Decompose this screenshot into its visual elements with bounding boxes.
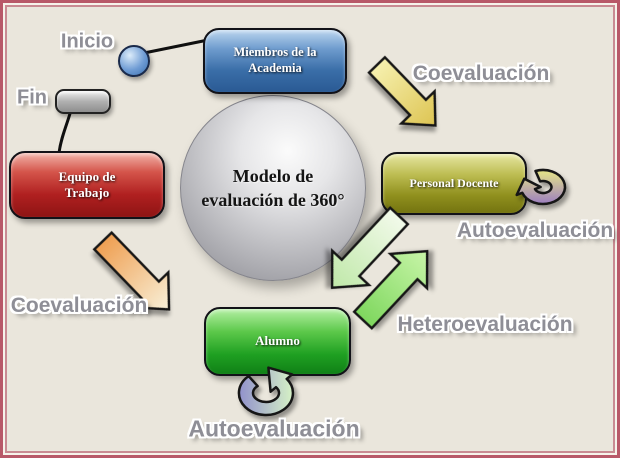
center-sphere-title-line2: evaluación de 360° (201, 190, 345, 210)
inicio-connector-line (142, 38, 210, 55)
node-academia-line2: Academia (248, 61, 302, 75)
node-equipo-trabajo: Equipo de Trabajo (9, 151, 165, 219)
autoevaluacion-bottom-label: Autoevaluación (188, 415, 360, 442)
heteroevaluacion-label: Heteroevaluación (397, 313, 573, 336)
node-equipo-line1: Equipo de (58, 168, 116, 184)
autoevaluacion-right-label: Autoevaluación (456, 219, 614, 242)
inicio-marker-circle (118, 45, 150, 77)
coevaluacion-top-label: Coevaluación (412, 62, 550, 85)
center-sphere-title-line1: Modelo de (232, 165, 314, 186)
node-docente-label: Personal Docente (409, 176, 499, 190)
fin-connector-line (57, 108, 73, 155)
node-alumno: Alumno (204, 307, 351, 376)
node-alumno-label: Alumno (255, 333, 300, 349)
fin-label: Fin (17, 86, 47, 109)
node-academia-line1: Miembros de la (233, 45, 317, 60)
node-equipo-line2: Trabajo (64, 185, 110, 200)
node-miembros-academia: Miembros de la Academia (203, 28, 347, 94)
node-personal-docente: Personal Docente (381, 152, 527, 215)
coevaluacion-left-label: Coevaluación (10, 294, 148, 317)
center-sphere: Modelo de evaluación de 360° (180, 95, 366, 281)
fin-marker-box (55, 89, 111, 114)
inicio-label: Inicio (60, 30, 114, 53)
